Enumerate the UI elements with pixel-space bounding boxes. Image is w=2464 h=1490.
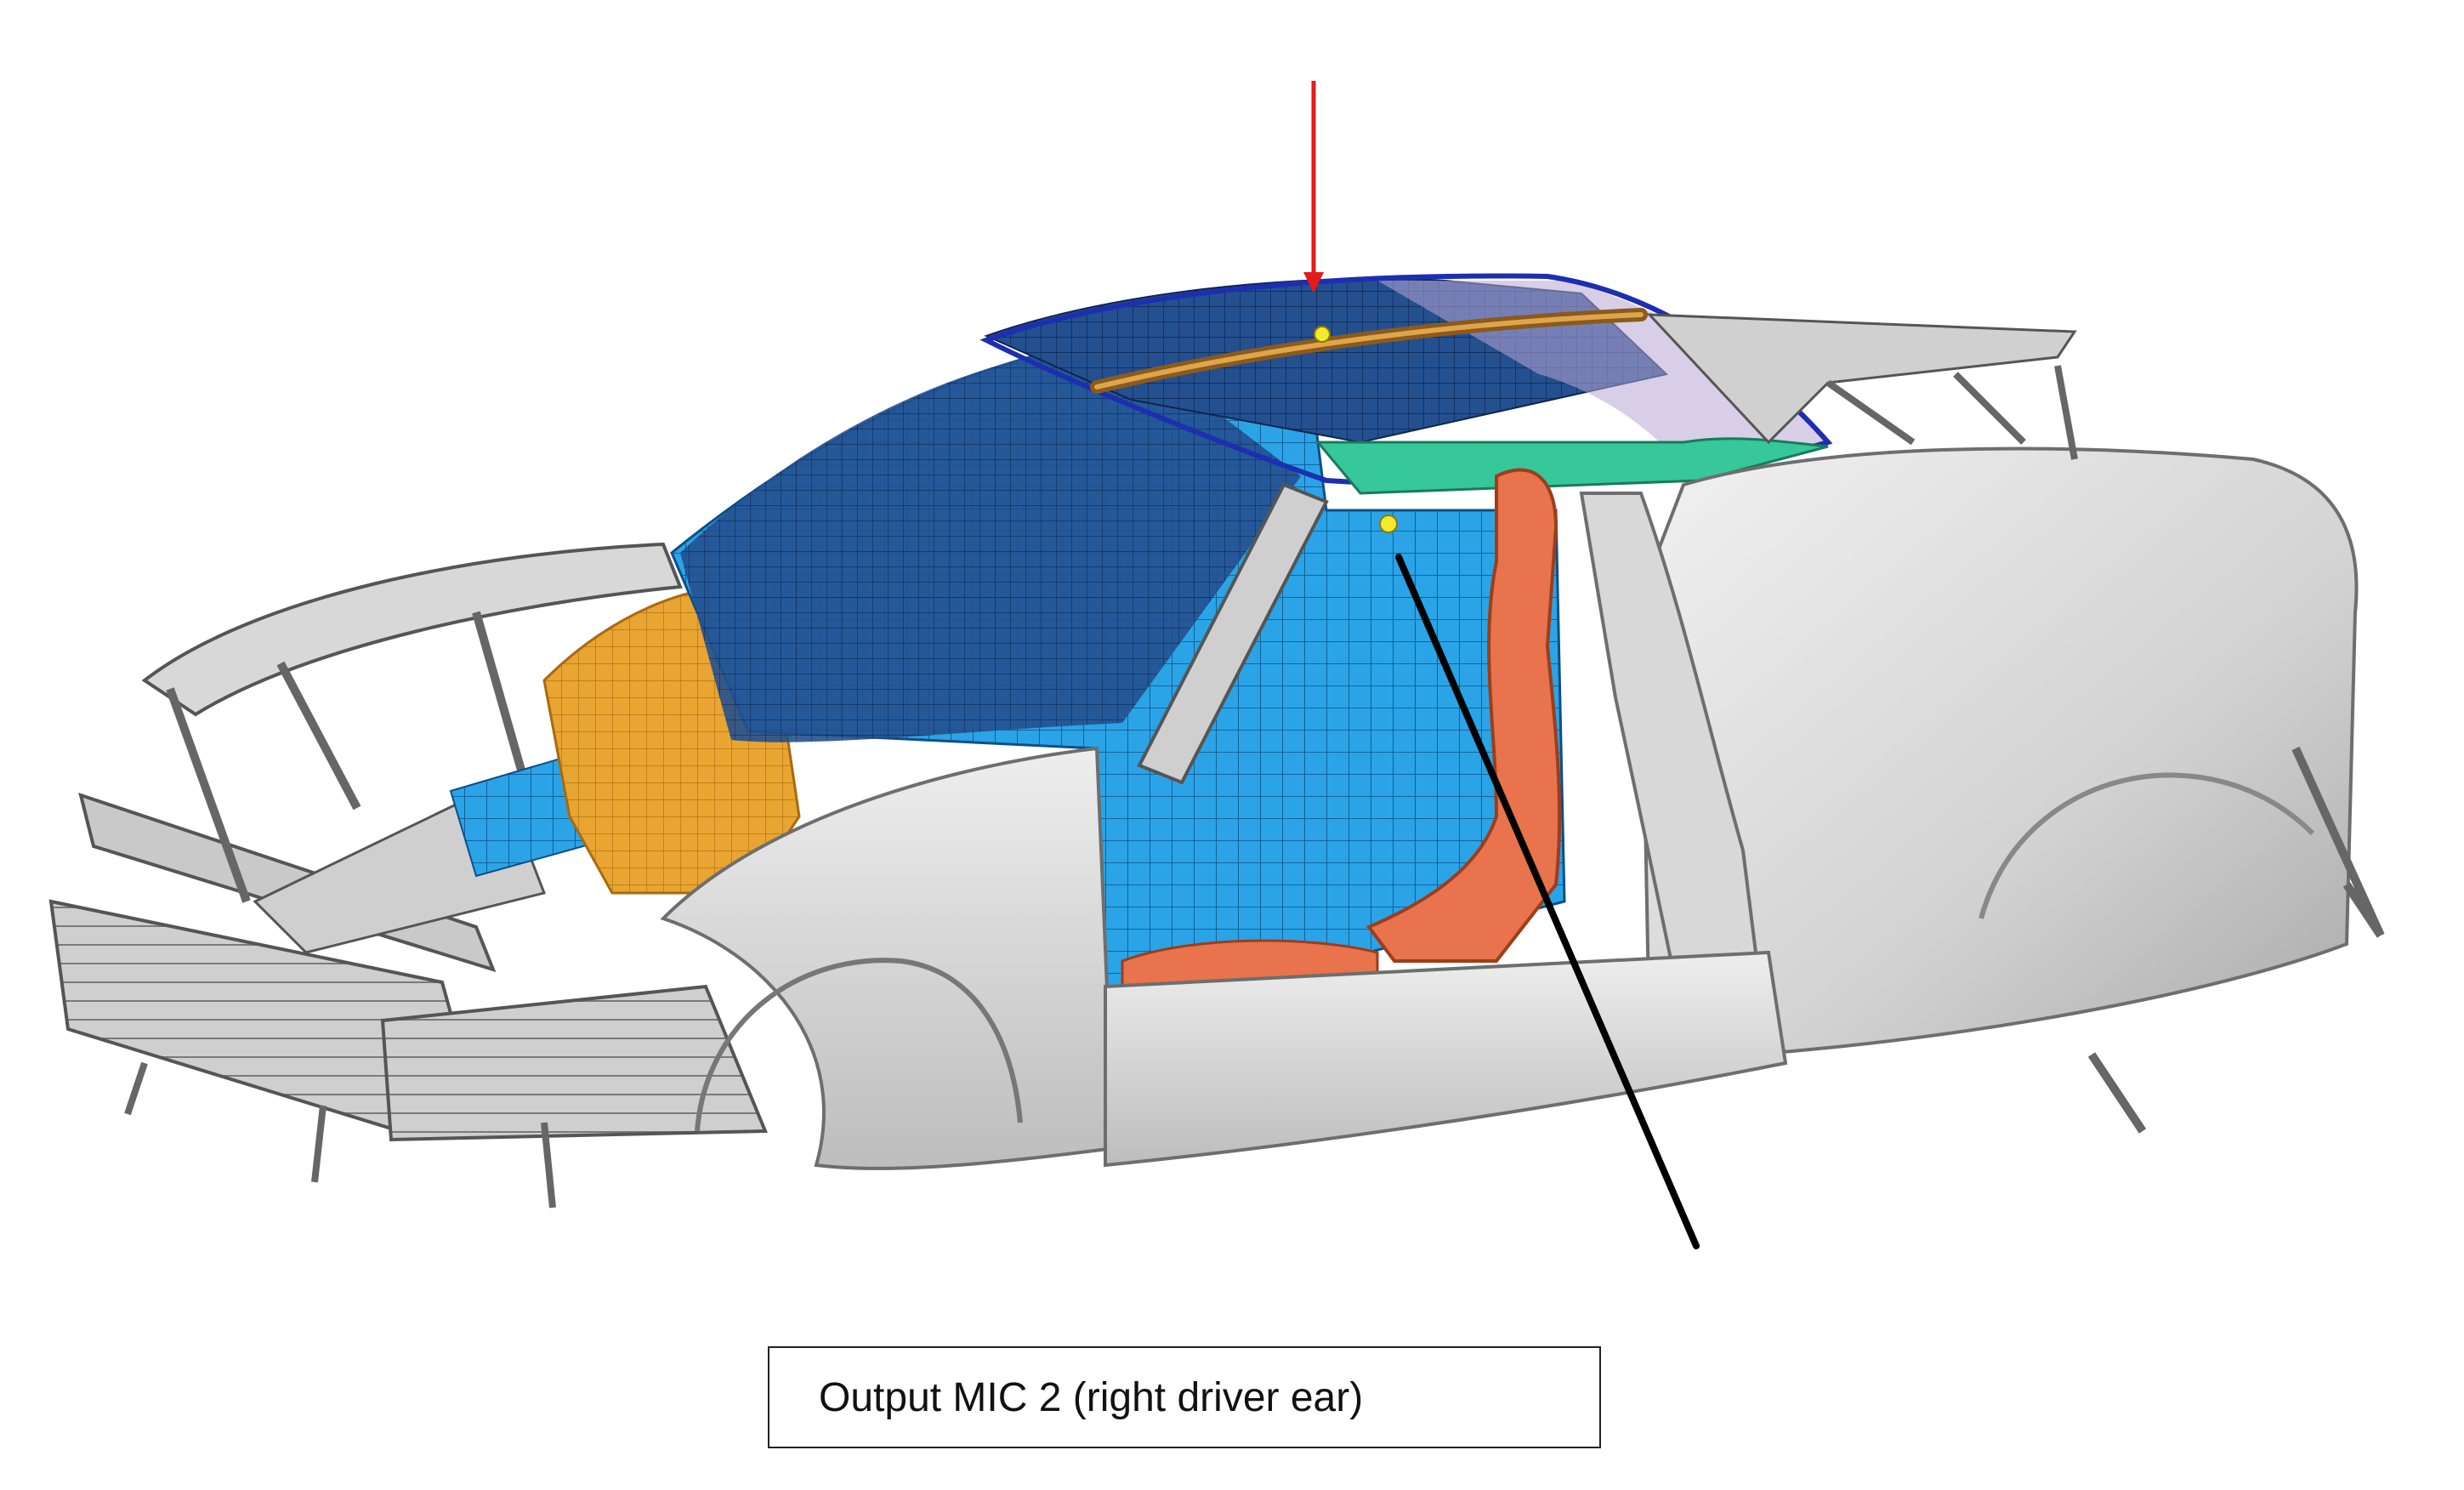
front-wheel-arch	[695, 958, 1023, 1132]
front-bumper-frame	[48, 792, 768, 1208]
mic-point-marker	[1379, 515, 1398, 533]
driver-seat	[1365, 468, 1562, 963]
caption-text: Output MIC 2 (right driver ear)	[819, 1374, 1364, 1420]
input-force-arrow	[1303, 81, 1324, 293]
roof-outline	[979, 273, 1833, 487]
caption-box: Output MIC 2 (right driver ear)	[768, 1346, 1601, 1448]
windshield-mesh	[680, 340, 1301, 742]
rocker-sill	[1104, 950, 1788, 1168]
rear-quarter-panel	[1638, 446, 2359, 1057]
rear-deck-structure	[1646, 313, 2077, 445]
a-pillar	[1137, 482, 1329, 785]
rear-wheel-arch	[1979, 772, 2315, 919]
front-upper-structure	[141, 542, 683, 954]
mic-leader-line	[1395, 554, 1700, 1249]
excitation-point-marker	[1314, 326, 1331, 343]
rear-frame-legs	[2087, 746, 2385, 1134]
